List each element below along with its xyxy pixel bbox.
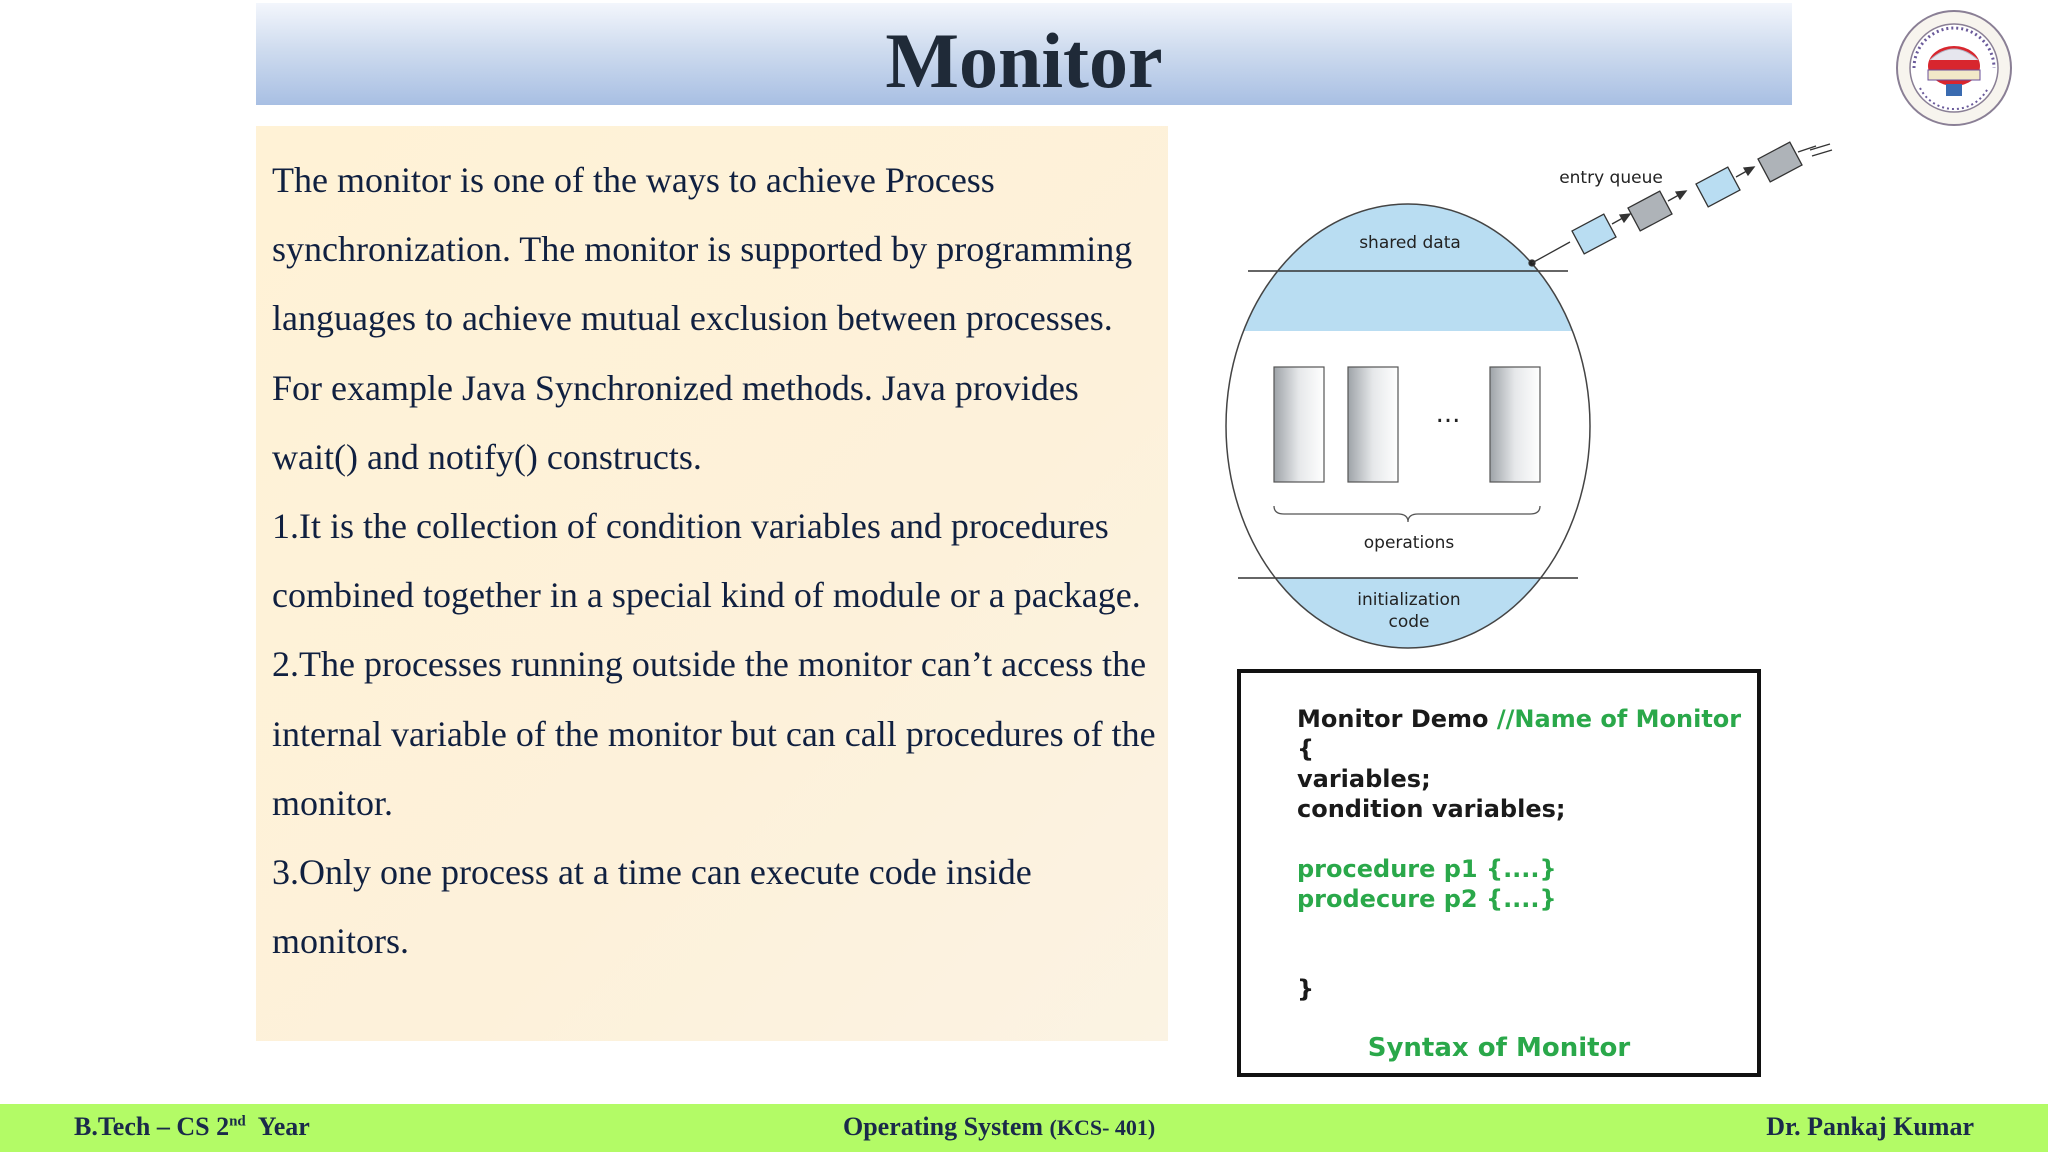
- monitor-diagram: shared data ... operations initializatio…: [1225, 141, 1833, 649]
- entry-queue: [1528, 141, 1833, 267]
- init-code-label-2: code: [1389, 612, 1430, 632]
- footer-subject-code: (KCS- 401): [1049, 1115, 1156, 1140]
- code-line-3: variables;: [1297, 765, 1431, 793]
- content-paragraph: The monitor is one of the ways to achiev…: [272, 146, 1162, 976]
- operations-label: operations: [1364, 533, 1455, 553]
- code-line-7: }: [1297, 975, 1315, 1003]
- college-logo: [1896, 10, 2012, 126]
- code-comment: //Name of Monitor: [1496, 705, 1742, 733]
- operation-box: [1489, 366, 1541, 483]
- intro-text: The monitor is one of the ways to achiev…: [272, 160, 1133, 477]
- code-caption: Syntax of Monitor: [1367, 1033, 1631, 1063]
- point-3-text: 3.Only one process at a time can execute…: [272, 852, 1032, 962]
- code-line-4: condition variables;: [1297, 795, 1566, 823]
- footer-author: Dr. Pankaj Kumar: [1766, 1112, 1974, 1141]
- ellipsis-dots: ...: [1436, 399, 1461, 429]
- shared-data-label: shared data: [1359, 233, 1461, 253]
- footer-bar: B.Tech – CS 2nd Year Operating System (K…: [0, 1104, 2048, 1152]
- footer-course-suffix: Year: [245, 1112, 310, 1141]
- code-line-6: prodecure p2 {....}: [1297, 885, 1557, 913]
- title-bar: Monitor: [256, 3, 1792, 105]
- operation-box: [1347, 366, 1399, 483]
- init-code-label-1: initialization: [1357, 590, 1460, 610]
- code-box: Monitor Demo //Name of Monitor { variabl…: [1237, 669, 1761, 1077]
- operation-box: [1273, 366, 1325, 483]
- entry-queue-label: entry queue: [1559, 168, 1663, 188]
- code-line-5: procedure p1 {....}: [1297, 855, 1557, 883]
- operations-brace: [1273, 505, 1541, 523]
- footer-course-sup: nd: [229, 1113, 246, 1130]
- code-line-1: Monitor Demo //Name of Monitor: [1297, 705, 1741, 733]
- footer-subject-name: Operating System: [843, 1112, 1050, 1141]
- footer-course-prefix: B.Tech – CS 2: [74, 1112, 230, 1141]
- footer-course: B.Tech – CS 2nd Year: [74, 1112, 310, 1142]
- monitor-ellipse: [1225, 203, 1591, 649]
- slide-title: Monitor: [885, 17, 1163, 104]
- point-1-text: 1.It is the collection of condition vari…: [272, 506, 1141, 616]
- footer-subject: Operating System (KCS- 401): [843, 1112, 1155, 1142]
- content-textbox: The monitor is one of the ways to achiev…: [256, 126, 1168, 1041]
- code-line-2: {: [1297, 735, 1315, 763]
- code-monitor-name: Monitor Demo: [1297, 705, 1497, 733]
- point-2-text: 2.The processes running outside the moni…: [272, 644, 1156, 823]
